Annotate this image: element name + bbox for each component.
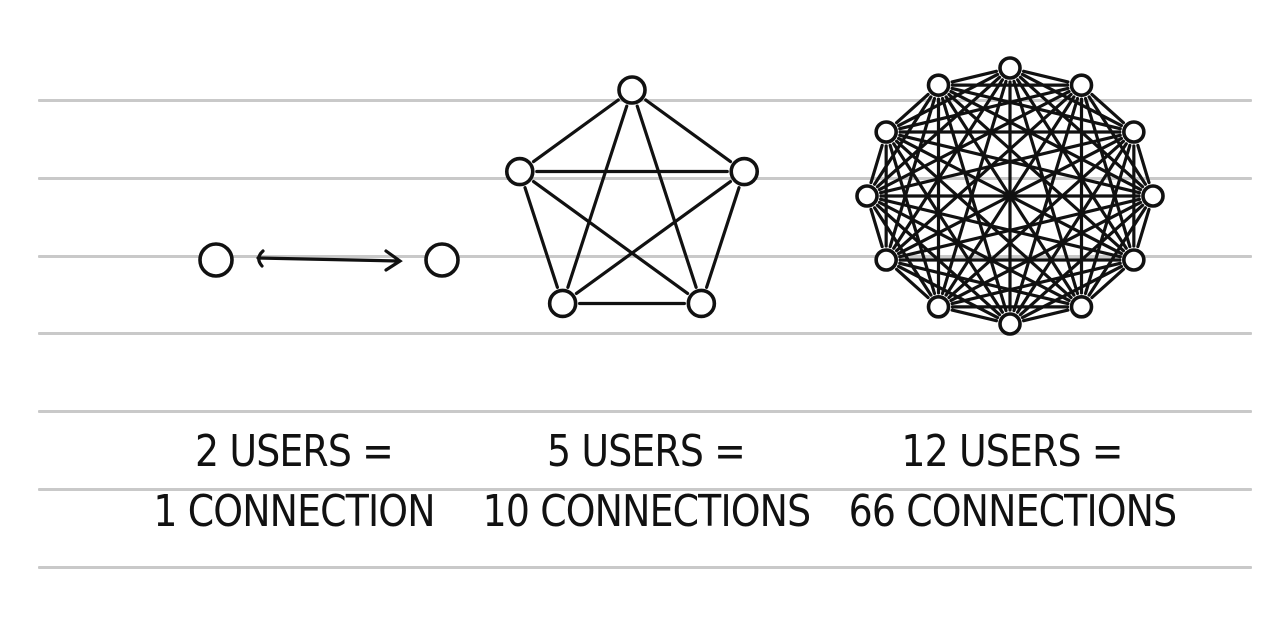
connection-line: [1090, 267, 1126, 300]
caption-connections-text: 1 CONNECTION: [153, 486, 435, 537]
user-node: [1122, 120, 1146, 144]
connection-line: [940, 79, 1008, 296]
user-node: [1141, 184, 1165, 208]
user-node: [855, 184, 879, 208]
connection-line: [944, 95, 1076, 297]
connection-line: [531, 98, 620, 164]
connection-line: [872, 95, 933, 186]
caption-users-text: 2 USERS =: [194, 426, 394, 477]
user-node: [1069, 73, 1094, 97]
connection-line: [894, 267, 930, 300]
caption-connections-text: 66 CONNECTIONS: [848, 486, 1178, 537]
connection-line: [1012, 96, 1080, 313]
arrow-head-right: [384, 249, 403, 272]
user-node: [617, 75, 647, 105]
caption-connections-text: 10 CONNECTIONS: [482, 486, 812, 537]
user-node: [1122, 248, 1146, 272]
arrow-head-left: [257, 249, 265, 268]
connection-line: [566, 104, 629, 289]
connection-line: [888, 96, 937, 249]
caption-users-text: 5 USERS =: [546, 426, 746, 477]
connection-line: [574, 179, 733, 296]
connection-line: [1090, 92, 1126, 125]
connection-line: [869, 143, 884, 185]
user-node: [998, 312, 1022, 336]
user-node: [874, 120, 898, 144]
ruled-line: [38, 177, 1252, 180]
connection-line: [947, 92, 1126, 253]
connection-line: [950, 86, 1122, 131]
user-node: [686, 288, 717, 319]
user-node: [874, 248, 898, 272]
connection-line: [635, 104, 698, 289]
user-node: [1069, 295, 1094, 319]
connection-line: [705, 186, 741, 289]
connection-line: [1136, 143, 1151, 185]
connection-line: [1012, 79, 1080, 296]
connection-line: [523, 186, 559, 289]
user-node: [547, 288, 578, 319]
ruled-line: [38, 332, 1252, 335]
user-node: [729, 156, 760, 187]
connection-line: [869, 207, 884, 249]
ruled-line: [38, 410, 1252, 413]
connection-line: [949, 89, 1143, 192]
connection-line: [1022, 69, 1070, 84]
caption-2-users: 2 USERS = 1 CONNECTION: [131, 422, 458, 542]
caption-5-users: 5 USERS = 10 CONNECTIONS: [482, 422, 812, 542]
connection-line: [1022, 308, 1070, 323]
ruled-line: [38, 488, 1252, 491]
user-node: [424, 242, 460, 278]
connection-line: [950, 69, 998, 84]
connection-line: [644, 98, 733, 164]
user-node: [198, 242, 234, 278]
network-5-users: [504, 75, 760, 319]
connection-line: [947, 139, 1126, 300]
connection-line: [531, 179, 690, 296]
ruled-line: [38, 566, 1252, 569]
ruled-line: [38, 255, 1252, 258]
connection-line: [940, 96, 1008, 313]
connection-line: [950, 308, 998, 323]
connection-line: [894, 139, 1073, 300]
user-node: [504, 156, 535, 187]
connection-line: [872, 206, 933, 297]
connection-line: [1136, 207, 1151, 249]
caption-12-users: 12 USERS = 66 CONNECTIONS: [848, 422, 1178, 542]
network-2-users: [198, 242, 460, 278]
user-node: [998, 56, 1022, 80]
user-node: [926, 295, 951, 319]
caption-users-text: 12 USERS =: [901, 426, 1123, 477]
user-node: [926, 73, 951, 97]
connection-line: [896, 264, 1000, 320]
connection-line: [888, 143, 937, 296]
connection-line: [894, 92, 930, 125]
network-12-users: [855, 56, 1165, 336]
connection-line: [894, 92, 1073, 253]
connection-line: [879, 197, 1122, 259]
connection-line: [256, 256, 400, 263]
